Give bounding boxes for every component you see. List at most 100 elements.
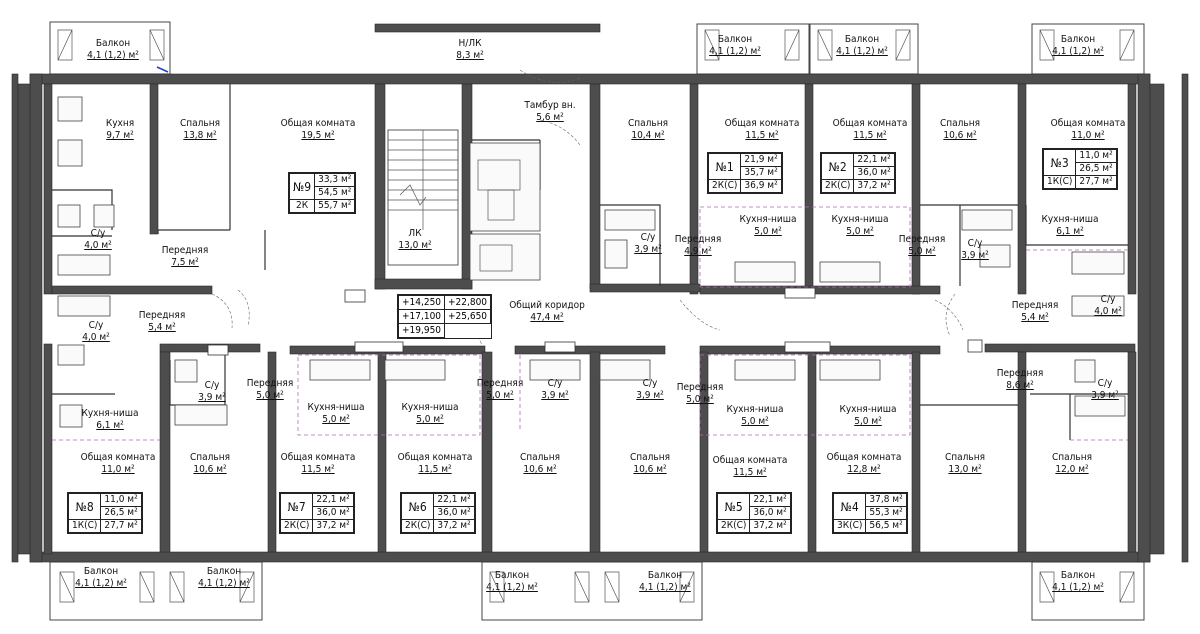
room-name: Кухня-ниша: [401, 402, 459, 413]
room-name: Передняя: [138, 310, 186, 321]
apartment-area: 11,0 м²: [1075, 149, 1117, 163]
room-name: С/у: [640, 232, 656, 243]
level-mark: +22,800: [444, 295, 492, 310]
apartment-area: 22,1 м²: [433, 493, 475, 507]
room-area: 5,6 м²: [536, 112, 564, 123]
room-name: Спальня: [519, 452, 561, 463]
room-area: 4,0 м²: [84, 240, 112, 251]
room-name: Общая комната: [80, 452, 156, 463]
apartment-number: №7: [279, 493, 314, 520]
apartment-area: 22,1 м²: [853, 153, 895, 167]
room-area: 12,8 м²: [847, 464, 881, 475]
apartment-area: 55,3 м²: [865, 506, 907, 520]
room-area: 11,5 м²: [301, 464, 335, 475]
level-mark: +19,950: [397, 323, 446, 338]
apartment-type: 1К(С): [1042, 175, 1077, 189]
apartment-number: №2: [820, 153, 855, 180]
level-mark: +25,650: [444, 309, 492, 324]
room-name: Балкон: [494, 570, 530, 581]
service-boxes: [207, 287, 983, 356]
room-area: 9,7 м²: [106, 130, 134, 141]
apartment-type: 2К: [288, 199, 316, 213]
apartment-number: №5: [716, 493, 751, 520]
room-area: 12,0 м²: [1055, 464, 1089, 475]
room-area: 4,1 (1,2) м²: [639, 582, 691, 593]
room-name: С/у: [1100, 294, 1116, 305]
room-name: Балкон: [83, 566, 119, 577]
room-area: 11,0 м²: [1071, 130, 1105, 141]
room-name: Передняя: [161, 245, 209, 256]
room-name: Передняя: [898, 234, 946, 245]
room-name: Общая комната: [724, 118, 800, 129]
room-area: 3,9 м²: [961, 250, 989, 261]
room-label: Тамбур вн.5,6 м²: [500, 100, 600, 124]
room-area: 5,0 м²: [416, 414, 444, 425]
balconies: [49, 21, 1145, 621]
room-name: С/у: [967, 238, 983, 249]
room-area: 10,6 м²: [633, 464, 667, 475]
room-area: 5,0 м²: [486, 390, 514, 401]
room-area: 5,0 м²: [256, 390, 284, 401]
room-area: 3,9 м²: [634, 244, 662, 255]
room-area: 4,0 м²: [82, 332, 110, 343]
apartment-area: 56,5 м²: [865, 519, 907, 533]
room-area: 3,9 м²: [541, 390, 569, 401]
room-name: С/у: [88, 320, 104, 331]
apartment-number: №8: [67, 493, 102, 520]
apartment-type: 2К(С): [707, 179, 742, 193]
room-name: Спальня: [627, 118, 669, 129]
room-name: Общая комната: [280, 118, 356, 129]
room-name: Передняя: [476, 378, 524, 389]
room-name: Спальня: [189, 452, 231, 463]
apartment-type: 1К(С): [67, 519, 102, 533]
apartment-area: 36,0 м²: [853, 166, 895, 180]
apartment-type: 2К(С): [820, 179, 855, 193]
apartment-area: 11,0 м²: [100, 493, 142, 507]
room-area: 13,0 м²: [398, 240, 432, 251]
apartment-area: 22,1 м²: [749, 493, 791, 507]
apartment-area: 37,2 м²: [433, 519, 475, 533]
apartment-area: 37,2 м²: [853, 179, 895, 193]
room-area: 5,0 м²: [908, 246, 936, 257]
apartment-area: 37,2 м²: [749, 519, 791, 533]
room-name: Кухня-ниша: [739, 214, 797, 225]
room-area: 5,0 м²: [754, 226, 782, 237]
apartment-number: №9: [288, 173, 316, 200]
room-name: Балкон: [206, 566, 242, 577]
room-area: 4,1 (1,2) м²: [709, 46, 761, 57]
room-area: 4,0 м²: [1094, 306, 1122, 317]
room-name: Общая комната: [832, 118, 908, 129]
room-name: Спальня: [944, 452, 986, 463]
apartment-number: №4: [832, 493, 867, 520]
door-swings: [211, 69, 964, 346]
zoning-lines: [52, 206, 1128, 441]
apartment-area: 22,1 м²: [312, 493, 354, 507]
room-area: 11,5 м²: [418, 464, 452, 475]
